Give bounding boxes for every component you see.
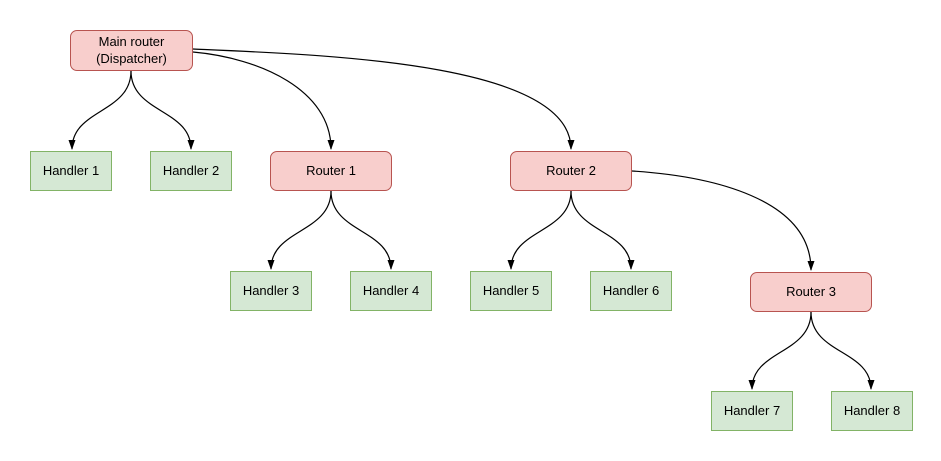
node-handler-6: Handler 6 xyxy=(590,271,672,311)
edge-router-1-to-handler-4 xyxy=(330,190,395,270)
edge-router-3-to-handler-7 xyxy=(748,311,812,390)
edge-router-2-to-handler-5 xyxy=(507,190,572,270)
edge-main-to-handler-2 xyxy=(130,70,195,150)
edge-router-3-to-handler-8 xyxy=(810,311,875,390)
edge-main-to-handler-1 xyxy=(68,70,132,150)
node-handler-1: Handler 1 xyxy=(30,151,112,191)
node-handler-7: Handler 7 xyxy=(711,391,793,431)
node-handler-5: Handler 5 xyxy=(470,271,552,311)
edge-main-to-router-1 xyxy=(192,51,335,150)
node-handler-4: Handler 4 xyxy=(350,271,432,311)
node-router-1: Router 1 xyxy=(270,151,392,191)
edge-router-2-to-router-3 xyxy=(631,170,815,271)
edge-router-1-to-handler-3 xyxy=(267,190,332,270)
edge-router-2-to-handler-6 xyxy=(570,190,635,270)
node-router-2: Router 2 xyxy=(510,151,632,191)
edge-main-to-router-2 xyxy=(192,48,575,150)
node-main-router: Main router (Dispatcher) xyxy=(70,30,193,71)
node-handler-2: Handler 2 xyxy=(150,151,232,191)
node-handler-3: Handler 3 xyxy=(230,271,312,311)
node-handler-8: Handler 8 xyxy=(831,391,913,431)
node-router-3: Router 3 xyxy=(750,272,872,312)
